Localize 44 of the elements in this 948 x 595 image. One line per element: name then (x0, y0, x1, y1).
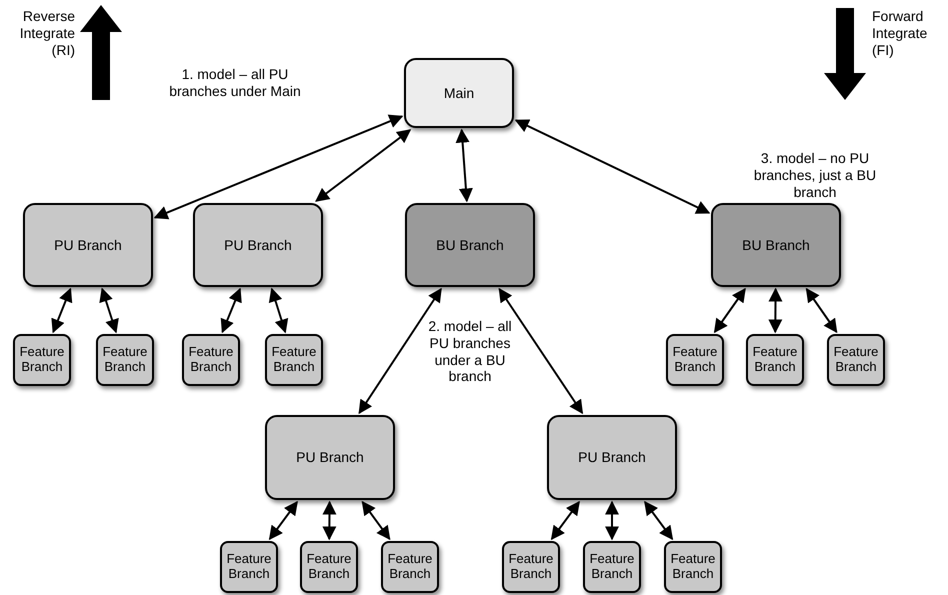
double-arrow (456, 128, 473, 202)
feature-branch-box: Feature Branch (220, 541, 278, 593)
double-arrow (268, 500, 298, 540)
double-arrow (154, 114, 404, 220)
feature-branch-box: Feature Branch (96, 334, 154, 386)
double-arrow (768, 288, 782, 334)
bu-branch-box: BU Branch (405, 203, 535, 287)
feature-branch-box: Feature Branch (666, 334, 724, 386)
double-arrow (220, 288, 242, 334)
annotation-text: 3. model – no PU branches, just a BU branch (752, 150, 878, 200)
double-arrow (550, 500, 580, 540)
main-branch-box: Main (404, 58, 514, 128)
double-arrow (268, 288, 288, 334)
double-arrow (51, 288, 72, 334)
feature-branch-box: Feature Branch (182, 334, 240, 386)
feature-branch-box: Feature Branch (583, 541, 641, 593)
double-arrow (99, 288, 119, 334)
double-arrow (806, 288, 838, 334)
double-arrow (605, 500, 619, 540)
bu-branch-box: BU Branch (711, 203, 841, 287)
feature-branch-box: Feature Branch (502, 541, 560, 593)
feature-branch-box: Feature Branch (300, 541, 358, 593)
feature-branch-box: Feature Branch (827, 334, 885, 386)
annotation-text: 1. model – all PU branches under Main (168, 66, 302, 100)
double-arrow (644, 500, 674, 540)
double-arrow (322, 500, 336, 540)
pu-branch-box: PU Branch (23, 203, 153, 287)
pu-branch-box: PU Branch (193, 203, 323, 287)
double-arrow (514, 119, 710, 214)
double-arrow (714, 288, 746, 334)
feature-branch-box: Feature Branch (746, 334, 804, 386)
feature-branch-box: Feature Branch (381, 541, 439, 593)
pu-branch-box: PU Branch (547, 415, 677, 500)
feature-branch-box: Feature Branch (265, 334, 323, 386)
feature-branch-box: Feature Branch (13, 334, 71, 386)
annotation-text: Forward Integrate (FI) (872, 8, 928, 58)
double-arrow (362, 500, 390, 540)
pu-branch-box: PU Branch (265, 415, 395, 500)
annotation-text: Reverse Integrate (RI) (18, 8, 75, 58)
double-arrow (358, 288, 442, 414)
double-arrow (498, 288, 584, 414)
double-arrow (315, 129, 412, 202)
feature-branch-box: Feature Branch (664, 541, 722, 593)
annotation-text: 2. model – all PU branches under a BU branch (427, 318, 513, 386)
